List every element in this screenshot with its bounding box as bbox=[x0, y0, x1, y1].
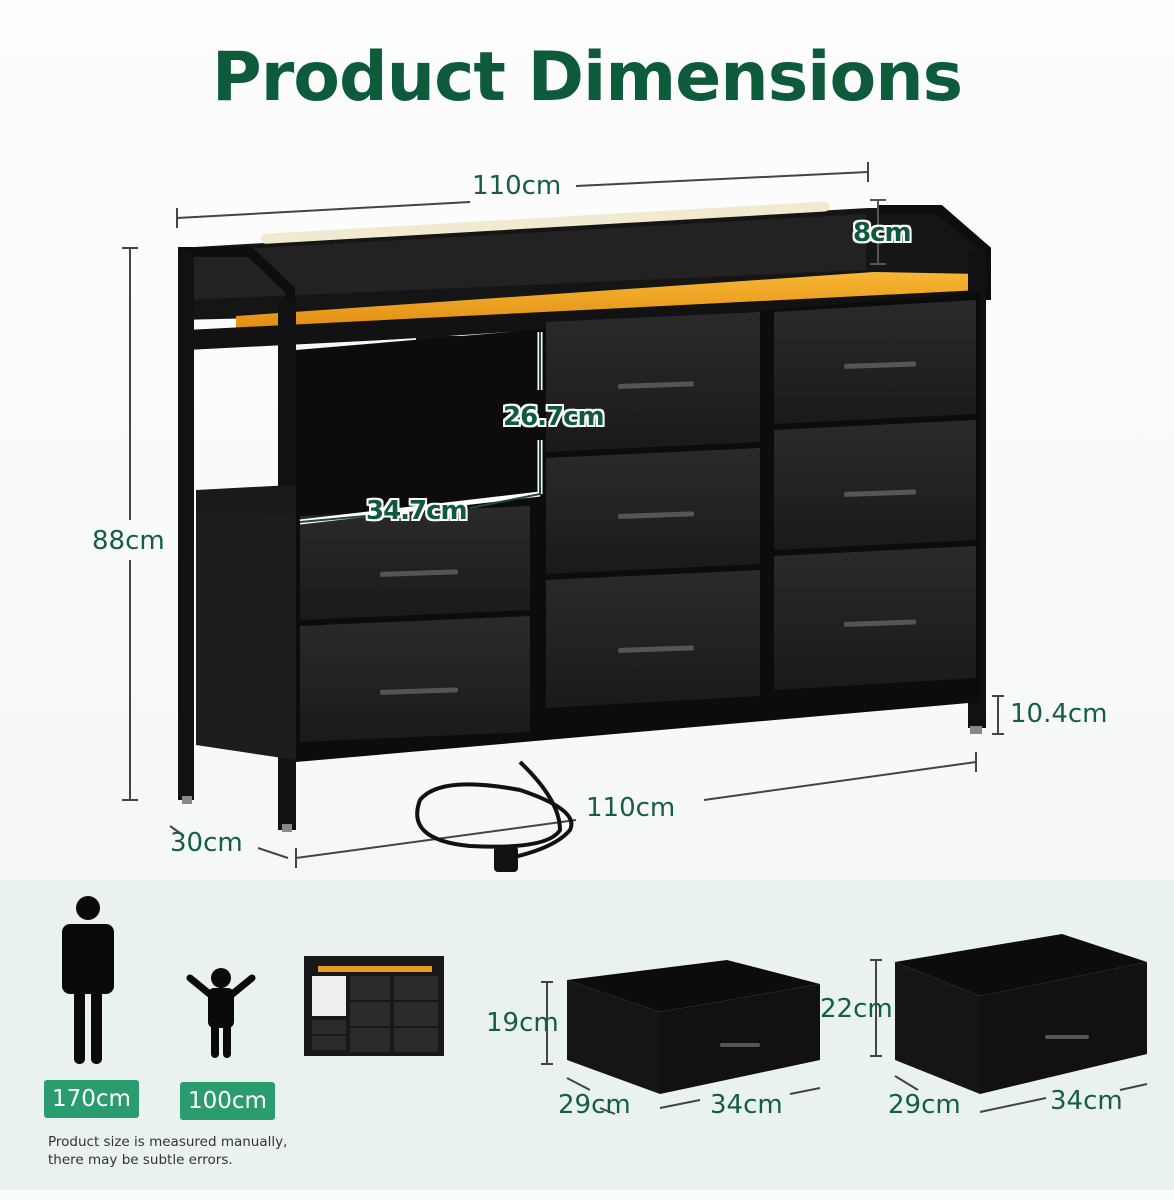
depth-label: 30cm bbox=[170, 828, 243, 858]
page-title: Product Dimensions bbox=[211, 38, 963, 117]
total-height-label: 88cm bbox=[92, 526, 165, 556]
child-height-badge: 100cm bbox=[180, 1082, 275, 1120]
cubby-height-label: 26.7cm bbox=[503, 402, 605, 432]
drawer-column-left bbox=[300, 506, 530, 742]
large-drawer-width-label: 34cm bbox=[1050, 1086, 1123, 1116]
large-drawer-depth-label: 29cm bbox=[888, 1090, 961, 1120]
leg-height-label: 10.4cm bbox=[1010, 699, 1108, 729]
bottom-width-label: 110cm bbox=[586, 793, 676, 823]
small-drawer-height-label: 19cm bbox=[486, 1008, 559, 1038]
hutch-height-label: 8cm bbox=[853, 218, 912, 248]
adult-height-badge: 170cm bbox=[44, 1080, 139, 1118]
large-drawer-height-label: 22cm bbox=[820, 994, 893, 1024]
small-drawer-depth-label: 29cm bbox=[558, 1090, 631, 1120]
plug-icon bbox=[494, 846, 518, 872]
cubby-width-label: 34.7cm bbox=[366, 496, 468, 526]
disclaimer-line-2: there may be subtle errors. bbox=[48, 1152, 233, 1168]
disclaimer-line-1: Product size is measured manually, bbox=[48, 1134, 288, 1150]
top-width-label: 110cm bbox=[472, 171, 562, 201]
drawer-column-right bbox=[774, 300, 976, 690]
dresser-illustration bbox=[122, 162, 1004, 872]
small-drawer-width-label: 34cm bbox=[710, 1090, 783, 1120]
drawer-column-middle bbox=[546, 312, 760, 708]
disclaimer-note: Product size is measured manually, there… bbox=[48, 1133, 287, 1169]
